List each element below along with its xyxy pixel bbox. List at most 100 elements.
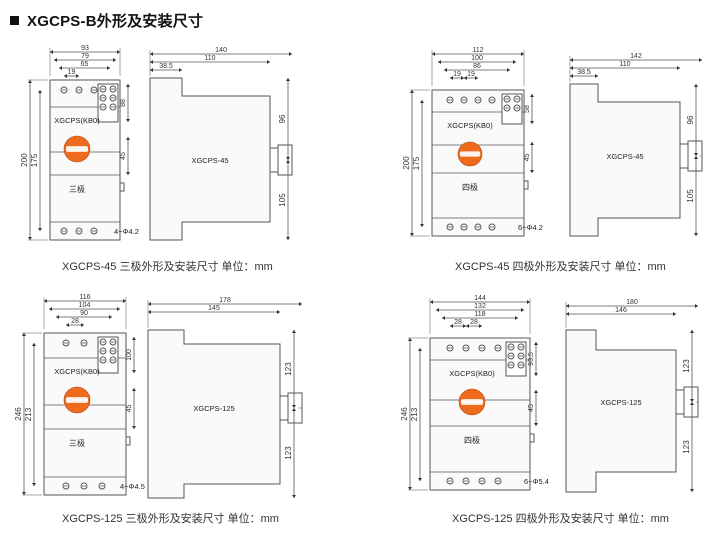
- upper-height-label: 123: [682, 359, 691, 373]
- body-depth-label: 145: [208, 305, 220, 312]
- arrow-icon: [530, 142, 534, 145]
- arrow-icon: [699, 58, 702, 62]
- upper-height-label: 96: [278, 114, 287, 123]
- overall-width-label: 116: [79, 294, 90, 301]
- arrow-icon: [54, 58, 57, 62]
- pole-pitch-label: 19: [68, 69, 76, 76]
- arrow-icon: [530, 121, 534, 124]
- arrow-icon: [132, 388, 136, 391]
- side-body: [569, 83, 681, 237]
- arrow-icon: [126, 84, 130, 87]
- arrow-icon: [150, 52, 153, 56]
- side-body: [565, 329, 677, 493]
- arrow-icon: [475, 76, 478, 80]
- arrow-icon: [277, 310, 280, 314]
- side-model-label: XGCPS-45: [606, 152, 643, 161]
- arrow-icon: [117, 50, 120, 54]
- width-dimension-label: 104: [79, 302, 91, 309]
- arrow-icon: [109, 315, 112, 319]
- arrow-icon: [292, 408, 296, 411]
- mounting-tab: [119, 182, 125, 192]
- arrow-icon: [570, 66, 573, 70]
- arrow-icon: [179, 68, 182, 72]
- aux-contact-block: [97, 83, 119, 123]
- arrow-icon: [677, 66, 680, 70]
- arrow-icon: [530, 170, 534, 173]
- knob-cap: [277, 144, 293, 176]
- arrow-icon: [513, 60, 516, 64]
- arrow-icon: [81, 323, 84, 327]
- knob-stem: [269, 147, 279, 173]
- arrow-icon: [132, 337, 136, 340]
- arrow-icon: [463, 324, 466, 328]
- mounting-hole-label: 6−Φ5.4: [524, 477, 549, 486]
- arrow-icon: [66, 323, 69, 327]
- arrow-icon: [534, 390, 538, 393]
- width-dimension-label: 79: [81, 53, 89, 60]
- lower-height-label: 123: [284, 446, 293, 460]
- mounting-height-label: 213: [410, 407, 419, 421]
- arrow-icon: [56, 315, 59, 319]
- mounting-hole-label: 4−Φ4.2: [114, 227, 139, 236]
- body-depth-label: 146: [615, 307, 627, 314]
- arrow-icon: [534, 342, 538, 345]
- arrow-icon: [107, 66, 110, 70]
- arrow-icon: [286, 157, 290, 160]
- arrow-icon: [38, 228, 42, 231]
- knob-cap: [683, 386, 699, 418]
- arrow-icon: [566, 304, 569, 308]
- knob-stem: [675, 389, 685, 415]
- arrow-icon: [690, 489, 694, 492]
- mounting-tab: [523, 180, 529, 190]
- pole-count-label: 四极: [464, 435, 480, 445]
- arrow-icon: [570, 74, 573, 78]
- overall-depth-label: 142: [630, 53, 642, 60]
- aux-block-height-label: 93.5: [528, 352, 535, 366]
- knob-offset-label: 45: [528, 404, 535, 412]
- arrow-icon: [22, 333, 26, 336]
- arrow-icon: [132, 370, 136, 373]
- arrow-icon: [408, 338, 412, 341]
- arrow-icon: [479, 324, 482, 328]
- knob-cap: [687, 140, 703, 172]
- arrow-icon: [690, 399, 694, 402]
- upper-height-label: 96: [686, 115, 695, 124]
- step-depth-label: 38.5: [159, 63, 173, 70]
- page-title: XGCPS-B外形及安装尺寸: [27, 12, 204, 30]
- knob-handle: [460, 399, 484, 405]
- arrow-icon: [28, 237, 32, 240]
- width-dimension-label: 132: [474, 303, 486, 310]
- caption-panel-3: XGCPS-125 三极外形及安装尺寸 单位：mm: [62, 513, 279, 525]
- arrow-icon: [420, 100, 424, 103]
- model-label: XGCPS(KB0): [54, 367, 100, 376]
- arrow-icon: [126, 172, 130, 175]
- arrow-icon: [289, 52, 292, 56]
- width-dimension-label: 118: [474, 311, 485, 318]
- overall-width-label: 93: [81, 45, 89, 52]
- aux-block-height-label: 58: [524, 105, 531, 113]
- pole-count-label: 四极: [462, 182, 478, 192]
- arrow-icon: [595, 74, 598, 78]
- arrow-icon: [299, 302, 302, 306]
- arrow-icon: [466, 324, 469, 328]
- arrow-icon: [515, 316, 518, 320]
- arrow-icon: [292, 495, 296, 498]
- arrow-icon: [566, 312, 569, 316]
- upper-height-label: 123: [284, 362, 293, 376]
- arrow-icon: [690, 402, 694, 405]
- arrow-icon: [695, 304, 698, 308]
- model-label: XGCPS(KB0): [54, 116, 100, 125]
- arrow-icon: [420, 224, 424, 227]
- pole-count-label: 三极: [69, 438, 85, 448]
- aux-contact-block: [97, 336, 119, 374]
- arrow-icon: [44, 299, 47, 303]
- arrow-icon: [464, 76, 467, 80]
- width-dimension-label: 100: [471, 55, 483, 62]
- arrow-icon: [28, 80, 32, 83]
- pole-pitch-label: 28: [454, 319, 462, 326]
- arrow-icon: [132, 426, 136, 429]
- arrow-icon: [286, 78, 290, 81]
- overall-height-label: 246: [14, 407, 23, 421]
- arrow-icon: [410, 233, 414, 236]
